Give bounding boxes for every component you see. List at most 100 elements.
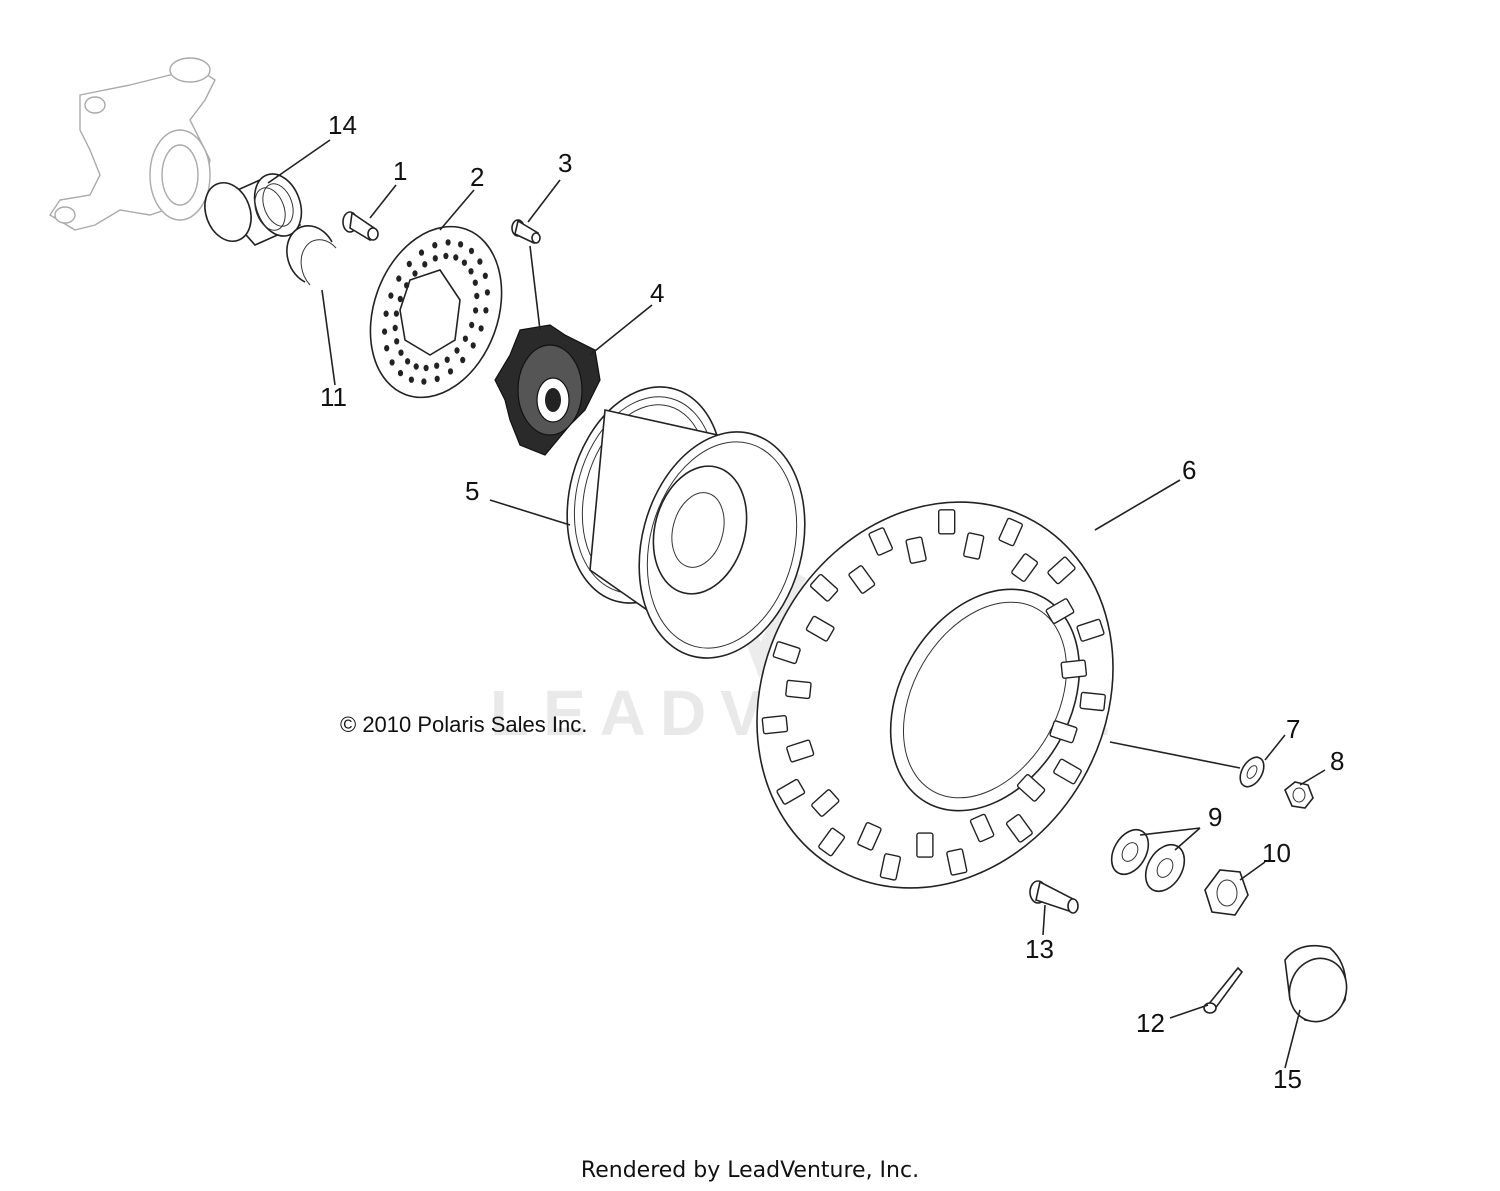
disc-hole — [469, 321, 475, 329]
tread-lug — [811, 789, 840, 817]
disc-hole — [483, 307, 489, 314]
tread-lug — [1047, 556, 1076, 585]
disc-hole — [384, 345, 390, 352]
callout-11: 11 — [320, 382, 347, 412]
disc-hole — [434, 375, 440, 382]
disc-hole — [405, 358, 411, 365]
disc-hole — [413, 363, 419, 370]
tread-lug — [1076, 618, 1105, 642]
disc-hole — [484, 289, 490, 296]
disc-hole — [460, 356, 466, 364]
disc-hole — [472, 279, 478, 286]
tread-lug — [1049, 720, 1078, 744]
copyright-notice: © 2010 Polaris Sales Inc. — [340, 712, 588, 737]
disc-hole — [443, 252, 449, 260]
hub-cap — [1284, 944, 1348, 1023]
disc-hole — [408, 376, 414, 383]
callout-4: 4 — [650, 278, 664, 308]
disc-hole — [432, 242, 438, 249]
disc-hole — [383, 310, 389, 317]
disc-hole — [421, 378, 427, 385]
tread-lug — [857, 822, 882, 851]
tread-lug — [963, 532, 985, 560]
callout-13: 13 — [1025, 934, 1054, 964]
disc-hole — [423, 364, 429, 372]
lug-nut — [1284, 781, 1314, 809]
tread-lug — [785, 679, 812, 700]
disc-hole — [393, 310, 399, 317]
disc-hole — [396, 275, 402, 282]
disc-hole — [445, 239, 451, 246]
callout-12: 12 — [1136, 1008, 1165, 1038]
disc-hole — [453, 254, 459, 261]
tread-lug — [998, 517, 1023, 547]
disc-hole — [412, 270, 418, 277]
disc-hole — [478, 325, 484, 332]
disc-hole — [382, 328, 388, 335]
callout-10: 10 — [1262, 838, 1291, 868]
disc-hole — [468, 247, 475, 255]
tread-lug — [776, 778, 806, 805]
disc-hole — [398, 349, 404, 356]
tread-lug — [868, 527, 893, 556]
disc-hole — [462, 335, 468, 342]
tread-lug — [1005, 813, 1033, 843]
disc-hole — [458, 241, 464, 248]
tread-lug — [1053, 758, 1082, 785]
tire — [756, 501, 1114, 889]
tread-lug — [1011, 553, 1039, 582]
disc-hole — [434, 362, 440, 369]
disc-hole — [444, 356, 450, 363]
tread-lug — [809, 573, 839, 602]
disc-hole — [461, 259, 467, 266]
callout-6: 6 — [1182, 455, 1196, 485]
leader-lines — [267, 139, 1326, 1069]
tread-lug — [848, 565, 876, 594]
wheel-rim — [566, 386, 806, 659]
cotter-pin — [1203, 966, 1244, 1014]
tread-lug — [905, 536, 927, 564]
disc-hole — [454, 347, 460, 354]
brake-disc-bolt — [342, 211, 379, 242]
snap-ring — [286, 225, 337, 286]
callout-9: 9 — [1208, 802, 1222, 832]
callout-labels: 1 2 3 4 5 6 7 8 9 10 11 12 13 14 15 — [320, 110, 1344, 1094]
pin-bolt — [1029, 880, 1079, 914]
disc-hole — [397, 369, 404, 377]
disc-hole — [404, 282, 410, 289]
spindle-washers — [1110, 828, 1186, 893]
tread-lug — [772, 641, 801, 665]
disc-hole — [406, 260, 412, 268]
tread-lug — [969, 813, 995, 843]
tread-lug — [938, 509, 956, 535]
disc-hole — [482, 272, 488, 279]
tread-lug — [1016, 774, 1046, 802]
tread-lug — [1060, 659, 1088, 679]
disc-hole — [388, 292, 394, 299]
disc-hole — [418, 249, 425, 256]
disc-hole — [477, 258, 483, 265]
disc-hole — [432, 255, 438, 262]
footer-credit: Rendered by LeadVenture, Inc. — [580, 1158, 920, 1183]
tread-lug — [761, 714, 789, 735]
tread-lug — [916, 832, 934, 858]
disc-hole — [389, 359, 395, 366]
disc-hole — [392, 324, 398, 332]
disc-hole — [470, 342, 476, 349]
steering-knuckle — [49, 57, 216, 231]
disc-hole — [394, 338, 400, 345]
disc-hole — [473, 307, 479, 314]
disc-hole — [422, 261, 428, 268]
tread-lug — [1079, 691, 1106, 712]
tread-lug — [805, 615, 835, 642]
lug-washer — [1239, 756, 1265, 788]
callout-7: 7 — [1286, 714, 1300, 744]
callout-1: 1 — [393, 156, 407, 186]
brake-disc — [369, 225, 503, 399]
tread-lug — [946, 848, 968, 876]
disc-hole — [474, 292, 480, 300]
tread-lug — [786, 739, 815, 763]
tread-lug — [1045, 598, 1075, 624]
disc-hole — [397, 295, 403, 303]
